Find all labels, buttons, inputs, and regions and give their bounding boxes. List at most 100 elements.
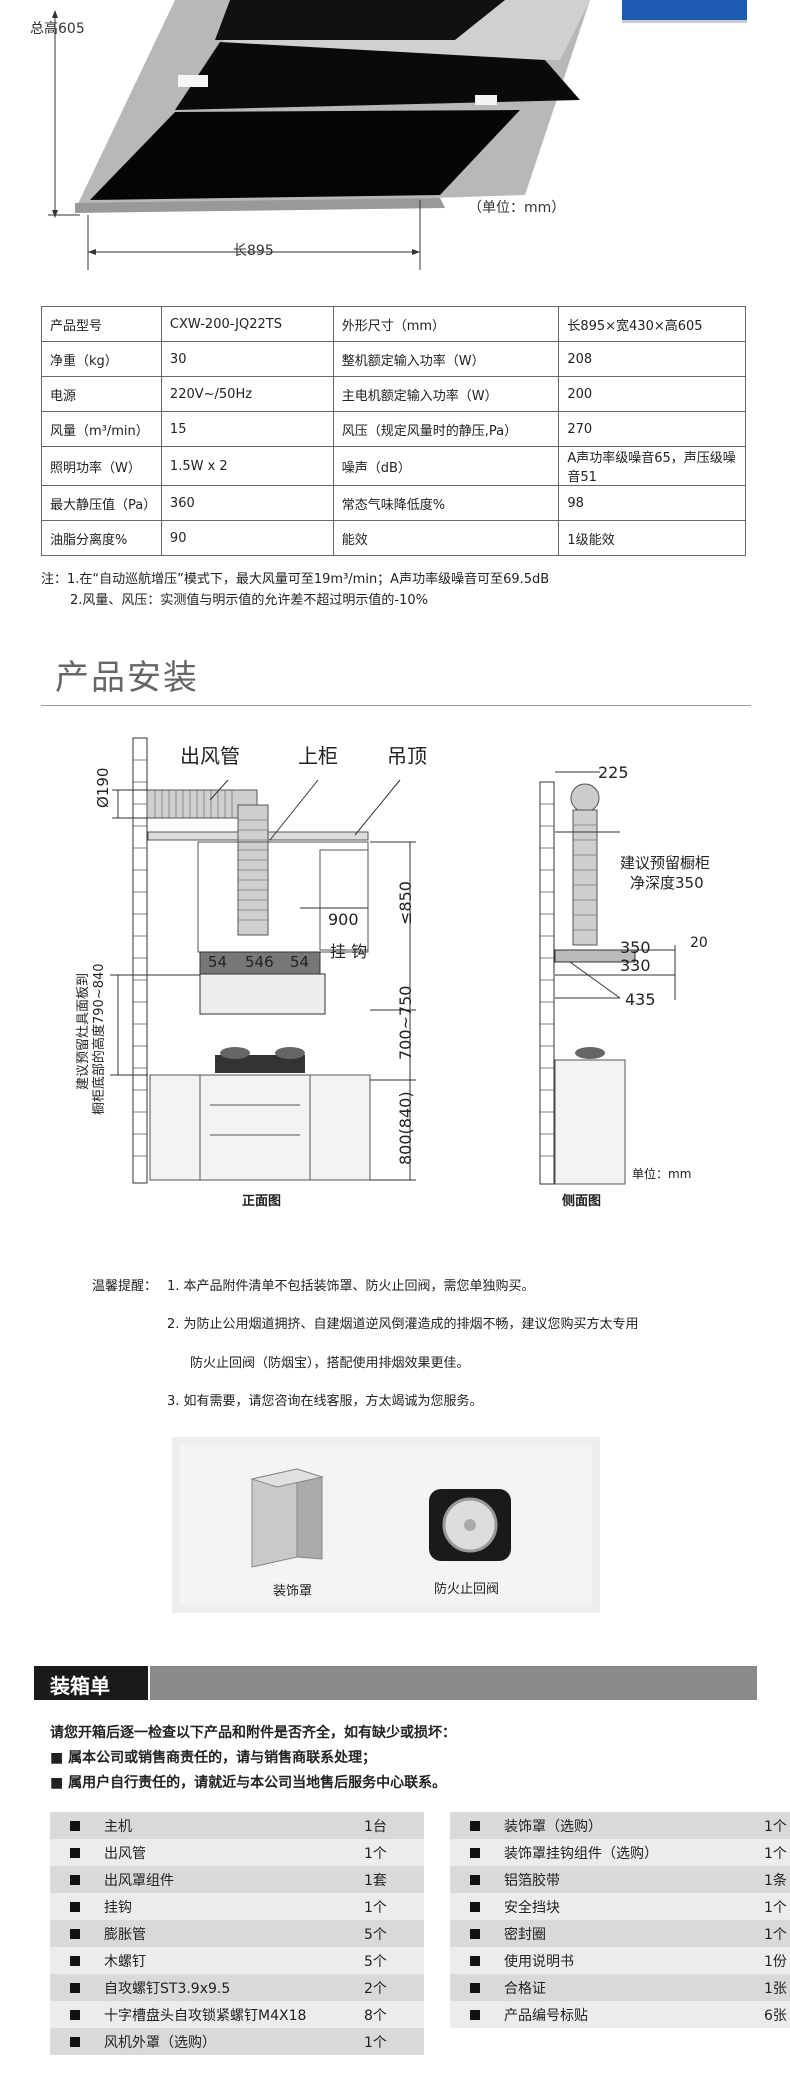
packing-item-qty: 6张 (764, 2007, 787, 2024)
bullet-square-icon (70, 1901, 80, 1912)
packing-item-qty: 5个 (364, 1926, 387, 1943)
spec-cell: 15 (160, 411, 334, 447)
bullet-square-icon (70, 1955, 80, 1966)
spec-cell: 噪声（dB） (332, 446, 560, 486)
dim-20: 20 (690, 935, 708, 951)
packing-item: 十字槽盘头自攻锁紧螺钉M4X18 8个 (50, 2001, 424, 2028)
spec-cell: 主电机额定输入功率（W） (332, 376, 560, 412)
packing-item-name: 膨胀管 (104, 1926, 146, 1943)
packing-item-name: 出风罩组件 (104, 1872, 174, 1889)
section-divider (41, 705, 751, 706)
reserve-note-2: 净深度350 (630, 874, 704, 892)
spec-cell: 电源 (41, 376, 162, 412)
packing-item-name: 铝箔胶带 (504, 1872, 560, 1889)
packing-item-name: 十字槽盘头自攻锁紧螺钉M4X18 (104, 2007, 307, 2024)
packing-intro-1: 请您开箱后逐一检查以下产品和附件是否齐全，如有缺少或损坏： (50, 1725, 456, 1741)
hook-label: 挂 钩 (330, 942, 368, 961)
packing-item: 膨胀管 5个 (50, 1920, 424, 1947)
bullet-square-icon (70, 1874, 80, 1885)
packing-item-qty: 2个 (364, 1980, 387, 1997)
spec-cell: 90 (160, 520, 334, 556)
note-line-2: 2.风量、风压：实测值与明示值的允许差不超过明示值的-10% (70, 593, 428, 608)
packing-intro-2: ■ 属本公司或销售商责任的，请与销售商联系处理； (50, 1750, 377, 1766)
dim-435: 435 (625, 990, 656, 1009)
spec-cell: 风量（m³/min） (41, 411, 162, 447)
dim-le850: ≤850 (396, 881, 415, 925)
dim-dia: Ø190 (94, 767, 112, 808)
packing-item-qty: 1份 (764, 1953, 787, 1970)
packing-item-name: 安全挡块 (504, 1899, 560, 1916)
unit-label: （单位：mm） (468, 200, 566, 216)
packing-item: 安全挡块 1个 (450, 1893, 790, 1920)
spec-cell: 照明功率（W） (41, 446, 162, 486)
accessory-panel: 装饰罩 防火止回阀 (180, 1445, 592, 1605)
packing-item: 产品编号标贴 6张 (450, 2001, 790, 2028)
packing-intro-3: ■ 属用户自行责任的，请就近与本公司当地售后服务中心联系。 (50, 1775, 447, 1791)
spec-cell: 外形尺寸（mm） (332, 306, 560, 342)
spec-cell: 净重（kg） (41, 341, 162, 377)
side-view-caption: 侧面图 (562, 1194, 602, 1209)
dim-900: 900 (328, 910, 359, 929)
spec-cell: 长895×宽430×高605 (558, 306, 746, 342)
spec-cell: 98 (558, 485, 746, 521)
bullet-square-icon (470, 1982, 480, 1993)
decorative-cover-label: 装饰罩 (273, 1584, 313, 1599)
dim-546: 546 (245, 953, 274, 971)
packing-item-qty: 8个 (364, 2007, 387, 2024)
install-section-title: 产品安装 (55, 658, 199, 698)
bullet-square-icon (470, 1874, 480, 1885)
packing-item-qty: 1台 (364, 1818, 387, 1835)
spec-cell: 1.5W x 2 (160, 446, 334, 486)
label-cabinet: 上柜 (298, 744, 338, 768)
packing-item-qty: 1个 (764, 1845, 787, 1862)
bullet-square-icon (470, 1901, 480, 1912)
bullet-square-icon (70, 1847, 80, 1858)
dim-800: 800(840) (396, 1091, 415, 1165)
bullet-square-icon (470, 1928, 480, 1939)
spec-cell: 最大静压值（Pa） (41, 485, 162, 521)
packing-item: 风机外罩（选购）1个 (50, 2028, 424, 2055)
spec-cell: CXW-200-JQ22TS (160, 306, 334, 342)
dim-330: 330 (620, 956, 651, 975)
packing-item-qty: 5个 (364, 1953, 387, 1970)
dim-350: 350 (620, 938, 651, 957)
dim-225: 225 (598, 763, 629, 782)
note-line-1: 注：1.在“自动巡航增压”模式下，最大风量可至19m³/min；A声功率级噪音可… (41, 572, 550, 587)
packing-item-name: 出风管 (104, 1845, 146, 1862)
packing-item-qty: 1个 (764, 1899, 787, 1916)
bullet-square-icon (70, 2009, 80, 2020)
side-note-2: 橱柜底部的高度790~840 (92, 963, 107, 1115)
packing-item-qty: 1个 (364, 1899, 387, 1916)
install-diagram (110, 737, 676, 1185)
spec-cell: A声功率级噪音65，声压级噪音51 (558, 446, 746, 486)
label-ceiling: 吊顶 (387, 744, 427, 768)
bullet-square-icon (70, 1982, 80, 1993)
label-duct: 出风管 (180, 744, 240, 768)
bullet-square-icon (70, 1820, 80, 1831)
spec-cell: 200 (558, 376, 746, 412)
front-view-caption: 正面图 (242, 1194, 282, 1209)
spec-cell: 产品型号 (41, 306, 162, 342)
bullet-square-icon (470, 1820, 480, 1831)
unit-note: 单位：mm (632, 1167, 692, 1181)
spec-cell: 30 (160, 341, 334, 377)
reserve-note-1: 建议预留橱柜 (620, 854, 711, 872)
spec-cell: 风压（规定风量时的静压,Pa） (332, 411, 560, 447)
fire-valve-label: 防火止回阀 (434, 1582, 500, 1597)
spec-cell: 整机额定输入功率（W） (332, 341, 560, 377)
packing-item-name: 产品编号标贴 (504, 2007, 588, 2024)
